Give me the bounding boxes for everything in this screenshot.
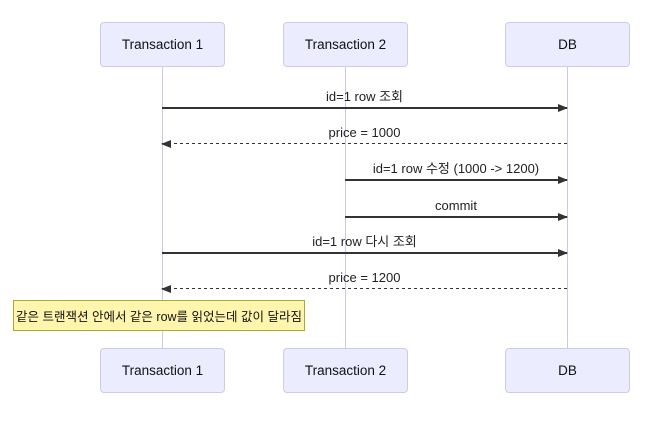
actor-top-db: DB [505, 22, 630, 67]
actor-bottom-transaction-2: Transaction 2 [283, 348, 408, 393]
lifeline-transaction-2 [345, 67, 346, 348]
message-2: price = 1000 [161, 124, 567, 148]
message-6: price = 1200 [161, 269, 567, 293]
actor-top-transaction-2: Transaction 2 [283, 22, 408, 67]
message-label: id=1 row 수정 (1000 -> 1200) [372, 161, 540, 176]
message-label: price = 1200 [328, 270, 401, 285]
actor-label: DB [558, 363, 577, 378]
lifeline-db [567, 67, 568, 348]
actor-label: Transaction 1 [121, 37, 204, 52]
note-box: 같은 트랜잭션 안에서 같은 row를 읽었는데 값이 달라짐 [13, 300, 305, 331]
actor-bottom-db: DB [505, 348, 630, 393]
actor-label: Transaction 2 [304, 363, 387, 378]
arrowhead-right-icon [558, 248, 568, 257]
note-text: 같은 트랜잭션 안에서 같은 row를 읽었는데 값이 달라짐 [16, 310, 302, 324]
message-line [161, 139, 567, 148]
message-line [345, 175, 568, 184]
arrowhead-right-icon [558, 212, 568, 221]
arrowhead-left-icon [161, 139, 171, 148]
message-line [162, 248, 568, 257]
message-label: id=1 row 다시 조회 [312, 234, 417, 249]
message-label: id=1 row 조회 [325, 89, 404, 104]
actor-label: DB [558, 37, 577, 52]
message-1: id=1 row 조회 [162, 88, 568, 112]
arrowhead-right-icon [558, 103, 568, 112]
actor-top-transaction-1: Transaction 1 [100, 22, 225, 67]
message-4: commit [345, 197, 568, 221]
message-label: commit [435, 198, 477, 213]
message-line [162, 103, 568, 112]
actor-label: Transaction 2 [304, 37, 387, 52]
message-5: id=1 row 다시 조회 [162, 233, 568, 257]
arrowhead-right-icon [558, 175, 568, 184]
message-3: id=1 row 수정 (1000 -> 1200) [345, 160, 568, 184]
message-label: price = 1000 [328, 125, 401, 140]
message-line [345, 212, 568, 221]
lifeline-transaction-1 [162, 67, 163, 348]
message-line [161, 284, 567, 293]
actor-label: Transaction 1 [121, 363, 204, 378]
arrowhead-left-icon [161, 284, 171, 293]
actor-bottom-transaction-1: Transaction 1 [100, 348, 225, 393]
